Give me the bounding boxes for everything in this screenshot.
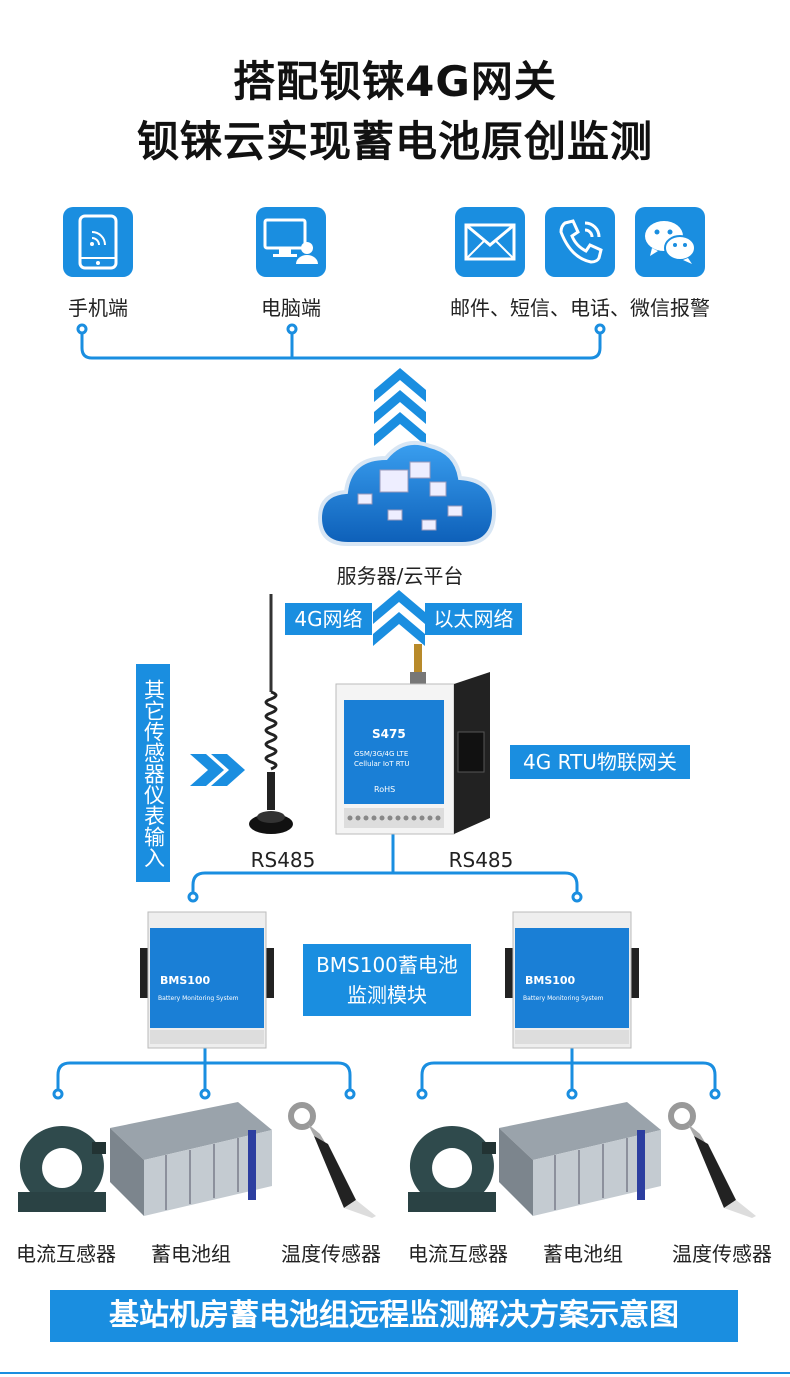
bms-right-model: BMS100 bbox=[525, 974, 576, 987]
client-label-alerts: 邮件、短信、电话、微信报警 bbox=[450, 296, 710, 320]
antenna-icon bbox=[249, 594, 293, 834]
component-label-battery-left: 蓄电池组 bbox=[151, 1242, 231, 1266]
current-transformer-left-image bbox=[18, 1126, 106, 1212]
bms-right-subtitle: Battery Monitoring System bbox=[523, 995, 604, 1002]
battery-bank-right-image bbox=[499, 1102, 661, 1216]
bms-label-line-1: BMS100蓄电池 bbox=[316, 953, 458, 977]
rs485-left-label: RS485 bbox=[250, 848, 316, 872]
gateway-rohs: RoHS bbox=[374, 785, 395, 794]
bottom-divider bbox=[0, 1372, 790, 1374]
sensor-input-tag: 其它传感器仪表输入 bbox=[136, 664, 170, 882]
bms-label-tag: BMS100蓄电池 监测模块 bbox=[303, 944, 471, 1016]
rs485-right-label: RS485 bbox=[448, 848, 514, 872]
gateway-line-b: Cellular IoT RTU bbox=[354, 760, 409, 768]
cloud-label: 服务器/云平台 bbox=[336, 564, 464, 588]
client-label-mobile: 手机端 bbox=[68, 296, 128, 320]
component-label-ct-left: 电流互感器 bbox=[16, 1242, 116, 1266]
component-label-ct-right: 电流互感器 bbox=[408, 1242, 508, 1266]
bms-device-left-image: BMS100 Battery Monitoring System bbox=[140, 911, 274, 1049]
component-label-battery-right: 蓄电池组 bbox=[543, 1242, 623, 1266]
title-line-2: 钡铼云实现蓄电池原创监测 bbox=[136, 117, 653, 166]
title-line-1: 搭配钡铼4G网关 bbox=[233, 57, 557, 106]
temperature-sensor-left-image bbox=[288, 1102, 376, 1218]
wechat-icon bbox=[635, 207, 705, 277]
temperature-sensor-right-image bbox=[668, 1102, 756, 1218]
footer-caption: 基站机房蓄电池组远程监测解决方案示意图 bbox=[50, 1290, 738, 1342]
gateway-line-a: GSM/3G/4G LTE bbox=[354, 750, 408, 758]
bms-device-right-image: BMS100 Battery Monitoring System bbox=[505, 911, 639, 1049]
cloud-server-icon bbox=[318, 441, 497, 546]
bms-left-model: BMS100 bbox=[160, 974, 211, 987]
battery-bank-left-image bbox=[110, 1102, 272, 1216]
bms-left-subtitle: Battery Monitoring System bbox=[158, 995, 239, 1002]
component-label-temp-left: 温度传感器 bbox=[281, 1242, 381, 1266]
current-transformer-right-image bbox=[408, 1126, 496, 1212]
gateway-model: S475 bbox=[372, 727, 406, 741]
gateway-device-image: S475 GSM/3G/4G LTE Cellular IoT RTU RoHS bbox=[335, 644, 490, 835]
network-4g-tag: 4G网络 bbox=[285, 603, 372, 635]
client-label-pc: 电脑端 bbox=[261, 296, 321, 320]
network-ethernet-tag: 以太网络 bbox=[425, 603, 522, 635]
phone-call-icon bbox=[545, 207, 615, 277]
computer-user-icon bbox=[256, 207, 326, 277]
gateway-label-tag: 4G RTU物联网关 bbox=[510, 745, 690, 779]
bms-label-line-2: 监测模块 bbox=[347, 983, 427, 1007]
smartphone-icon bbox=[63, 207, 133, 277]
component-label-temp-right: 温度传感器 bbox=[672, 1242, 772, 1266]
mail-icon bbox=[455, 207, 525, 277]
